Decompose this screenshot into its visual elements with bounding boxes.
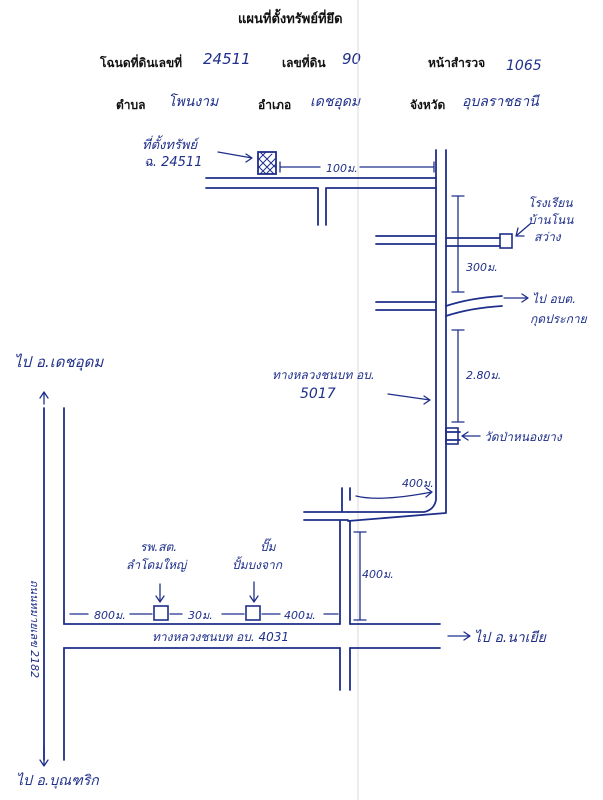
to-det-udom-label: ไป อ.เดชอุดม <box>14 353 104 371</box>
dim-280m <box>451 329 465 423</box>
gas-station-marker <box>245 605 261 621</box>
deed-label: โฉนดที่ดินเลขที่ <box>100 56 183 70</box>
dim-300m <box>451 195 465 293</box>
junction-spur <box>303 487 351 521</box>
hospital-pointer <box>155 583 165 603</box>
road-4031-label: ทางหลวงชนบท อบ. 4031 <box>152 630 290 644</box>
dist-280m-label: 2.80ม. <box>466 369 502 382</box>
dim-100m <box>279 161 435 173</box>
dist-800m-label: 800ม. <box>94 609 126 622</box>
district-value: เดชอุดม <box>310 94 361 110</box>
school-label-line-1: โรงเรียน <box>528 196 573 210</box>
hospital-marker <box>153 605 169 621</box>
school-pointer <box>515 223 531 237</box>
property-hatch <box>257 151 277 175</box>
highway-2182 <box>43 407 65 761</box>
hospital-label-line-2: ลำโดมใหญ่ <box>126 558 187 572</box>
highway-2182-label: ถนนหมายเลข 2182 <box>28 579 42 679</box>
school-label-line-2: บ้านโนน <box>528 213 574 227</box>
gas-station-label-line-2: ปั้มบงจาก <box>232 558 283 572</box>
dim-400m-vertical <box>353 531 367 621</box>
road-5017-pointer <box>387 393 431 405</box>
to-buntharik-label: ไป อ.บุณฑริก <box>16 773 99 789</box>
land-no-label: เลขที่ดิน <box>282 56 326 70</box>
temple-label: วัดป่าหนองยาง <box>484 430 562 444</box>
to-obt-line-2: กุดประกาย <box>530 312 587 326</box>
property-marker <box>257 151 277 175</box>
road-5017-label-line-2: 5017 <box>300 386 336 402</box>
school-label-line-3: สว่าง <box>534 230 561 244</box>
to-obt-line-1: ไป อบต. <box>532 292 576 306</box>
gas-station-label-line-1: ปั๊ม <box>260 540 276 554</box>
dist-400m-bottom-label: 400ม. <box>284 609 316 622</box>
subdistrict-value: โพนงาม <box>168 94 219 110</box>
gas-station-pointer <box>249 581 259 603</box>
dim-400m-curve <box>355 487 433 499</box>
school-road <box>375 235 501 247</box>
top-road <box>205 177 437 226</box>
to-na-yia-label: ไป อ.นาเยีย <box>474 630 546 646</box>
road-5017-label-line-1: ทางหลวงชนบท อบ. <box>272 368 375 382</box>
temple-pointer <box>461 431 481 441</box>
dist-300m-label: 300ม. <box>466 261 498 274</box>
school-marker <box>499 233 513 249</box>
to-na-yia-pointer <box>447 631 471 641</box>
south-pointer <box>39 745 49 767</box>
connector-road <box>339 520 351 691</box>
land-no-value: 90 <box>342 50 362 68</box>
property-label-line-1: ที่ตั้งทรัพย์ <box>142 138 198 153</box>
dist-30m-label: 30ม. <box>188 609 213 622</box>
province-label: จังหวัด <box>410 98 446 112</box>
property-label-line-2: ฉ. 24511 <box>144 155 203 170</box>
obt-road <box>375 295 503 317</box>
province-value: อุบลราชธานี <box>462 94 539 110</box>
dist-100m-label: 100ม. <box>326 162 358 175</box>
obt-pointer <box>503 293 529 303</box>
survey-page-label: หน้าสำรวจ <box>428 56 486 70</box>
dist-400m-vertical-label: 400ม. <box>362 568 394 581</box>
hospital-label-line-1: รพ.สต. <box>140 540 178 554</box>
property-pointer <box>217 151 253 163</box>
deed-value: 24511 <box>203 50 251 68</box>
dist-400m-curve-label: 400ม. <box>402 477 434 490</box>
subdistrict-label: ตำบล <box>116 98 146 112</box>
temple-marker <box>445 427 459 445</box>
road-4031 <box>63 623 441 649</box>
survey-page-value: 1065 <box>506 58 542 74</box>
district-label: อำเภอ <box>258 98 292 112</box>
north-pointer <box>39 391 49 405</box>
page-title: แผนที่ตั้งทรัพย์ที่ยึด <box>238 12 343 27</box>
road-5017 <box>347 149 447 522</box>
